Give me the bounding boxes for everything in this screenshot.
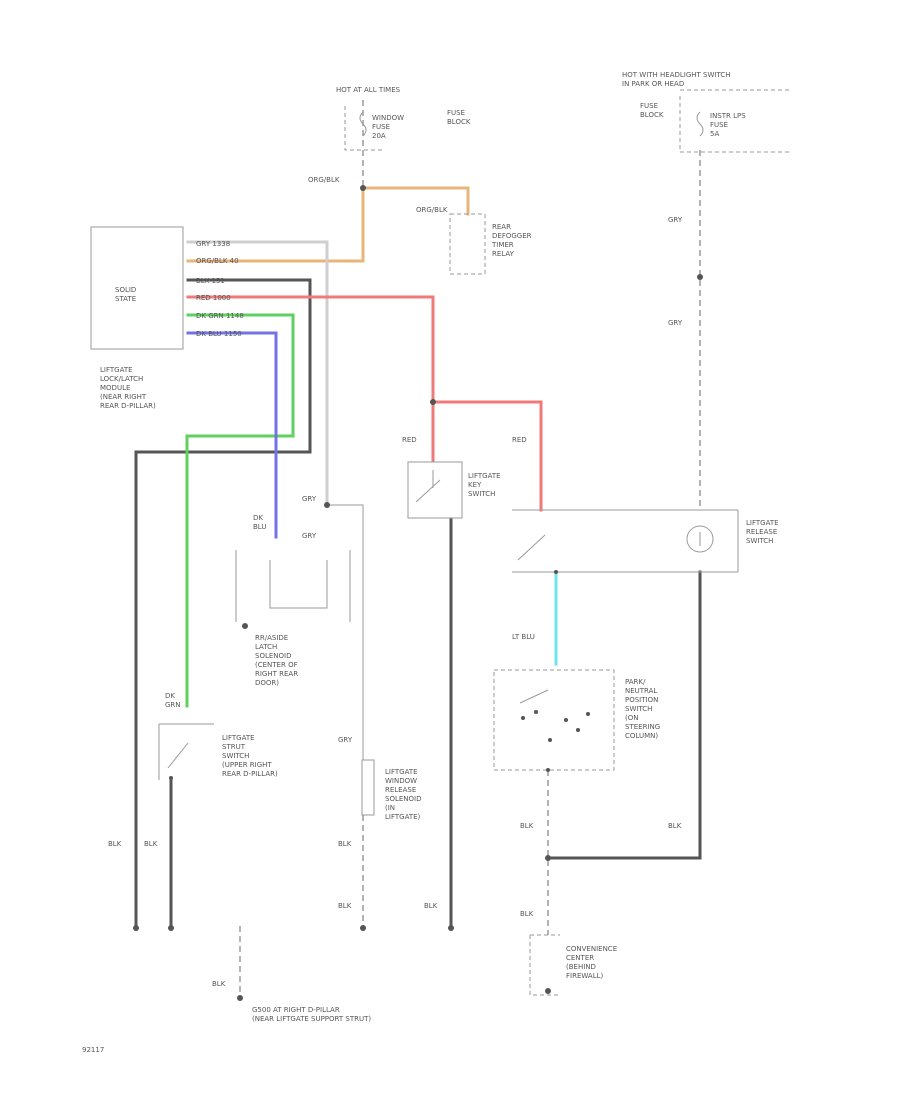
label-blk-1: BLK (108, 840, 122, 848)
wire-window-gry (327, 504, 364, 760)
splice-park (545, 855, 551, 861)
label-lt-blu: LT BLU (512, 633, 535, 641)
splice-gry-right (697, 274, 703, 280)
label-gry-mid2: GRY (302, 532, 317, 540)
wire-blk-release (546, 570, 702, 860)
label-pin-gry: GRY 1338 (196, 240, 230, 248)
label-hot-all-times: HOT AT ALL TIMES (336, 86, 401, 94)
label-blk-9: BLK (212, 980, 226, 988)
terminal-park (546, 768, 550, 772)
wire-blk-module (134, 278, 312, 930)
wire-gry-top (186, 240, 329, 507)
terminal-conv (545, 988, 551, 994)
terminal-g1 (133, 925, 139, 931)
label-gry-right-2: GRY (668, 319, 683, 327)
label-blk-4: BLK (338, 902, 352, 910)
splice-gry-mid (324, 502, 330, 508)
label-pin-org: ORG/BLK 40 (196, 257, 239, 265)
label-pin-blu: DK BLU 1150 (196, 330, 242, 338)
splice-red (430, 399, 436, 405)
label-gry-window: GRY (338, 736, 353, 744)
terminal-g4 (448, 925, 454, 931)
label-blk-7: BLK (668, 822, 682, 830)
terminal-ground (237, 995, 243, 1001)
label-gry-mid: GRY (302, 495, 317, 503)
label-pin-grn: DK GRN 1148 (196, 312, 244, 320)
terminal-g2 (168, 925, 174, 931)
label-blk-6: BLK (520, 822, 534, 830)
wire-red-branch (431, 400, 543, 512)
label-figure-number: 92117 (82, 1046, 104, 1054)
label-blk-2: BLK (144, 840, 158, 848)
splice-org (360, 185, 366, 191)
label-red-1: RED (402, 436, 417, 444)
wire-red (186, 295, 435, 462)
wire-dk-grn (185, 313, 295, 708)
label-pin-red: RED 1000 (196, 294, 231, 302)
terminal-release (554, 570, 558, 574)
label-blk-8: BLK (520, 910, 534, 918)
label-org-blk-relay: ORG/BLK (416, 206, 448, 214)
label-blk-5: BLK (424, 902, 438, 910)
terminal-strut (169, 776, 173, 780)
label-red-2: RED (512, 436, 527, 444)
wire-dk-blu (186, 331, 278, 539)
terminal-g3 (360, 925, 366, 931)
terminal-latch (242, 623, 248, 629)
label-ground: G500 AT RIGHT D-PILLAR(NEAR LIFTGATE SUP… (252, 1006, 371, 1023)
label-org-blk-top: ORG/BLK (308, 176, 340, 184)
label-gry-right-1: GRY (668, 216, 683, 224)
label-blk-3: BLK (338, 840, 352, 848)
label-pin-blk: BLK 151 (196, 277, 225, 285)
splice-points (133, 185, 703, 1001)
